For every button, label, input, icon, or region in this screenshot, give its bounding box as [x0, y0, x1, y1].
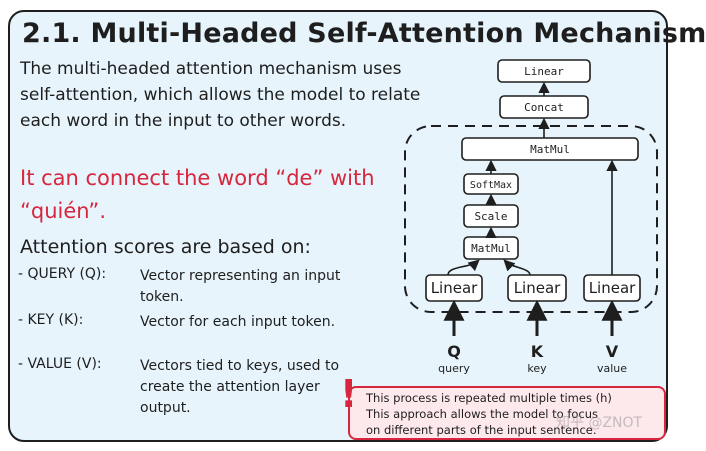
- arrow-q-to-matmul: [447, 259, 480, 276]
- term-value: - VALUE (V):: [18, 356, 102, 372]
- exclamation-icon: !: [340, 372, 358, 416]
- k-sub-label: key: [527, 362, 547, 375]
- v-sub-label: value: [597, 362, 627, 375]
- matmul-bottom-label: MatMul: [471, 242, 511, 255]
- k-letter: K: [531, 342, 544, 361]
- top-linear-label: Linear: [524, 65, 564, 78]
- q-sub-label: query: [438, 362, 470, 375]
- slide-title: 2.1. Multi-Headed Self-Attention Mechani…: [22, 18, 706, 49]
- arrow-k-to-matmul: [503, 259, 531, 276]
- matmul-top-label: MatMul: [530, 143, 570, 156]
- note-box: This process is repeated multiple times …: [348, 386, 666, 440]
- q-letter: Q: [447, 342, 461, 361]
- note-line-1: This process is repeated multiple times …: [366, 391, 612, 405]
- scores-title: Attention scores are based on:: [20, 236, 311, 258]
- attention-diagram: Linear Concat MatMul SoftMax Scale MatMu…: [404, 59, 658, 375]
- note-line-2: This approach allows the model to focus: [366, 407, 599, 421]
- linear-q-label: Linear: [431, 279, 478, 297]
- intro-text: The multi-headed attention mechanism use…: [20, 59, 421, 131]
- softmax-label: SoftMax: [470, 180, 512, 191]
- linear-k-label: Linear: [514, 279, 561, 297]
- highlight-text: It can connect the word “de” with “quién…: [20, 166, 375, 223]
- v-letter: V: [606, 342, 619, 361]
- term-key: - KEY (K):: [18, 312, 84, 328]
- watermark: 知乎 @ZNOT: [556, 415, 643, 431]
- matmul-top-box: [461, 137, 639, 161]
- desc-value: Vectors tied to keys, used to create the…: [140, 358, 340, 416]
- concat-label: Concat: [524, 101, 564, 114]
- desc-query: Vector representing an input token.: [140, 268, 341, 305]
- desc-key: Vector for each input token.: [140, 314, 336, 330]
- note-line-3: on different parts of the input sentence…: [366, 423, 597, 437]
- term-query: - QUERY (Q):: [18, 266, 107, 282]
- scale-label: Scale: [474, 210, 507, 223]
- linear-v-label: Linear: [589, 279, 636, 297]
